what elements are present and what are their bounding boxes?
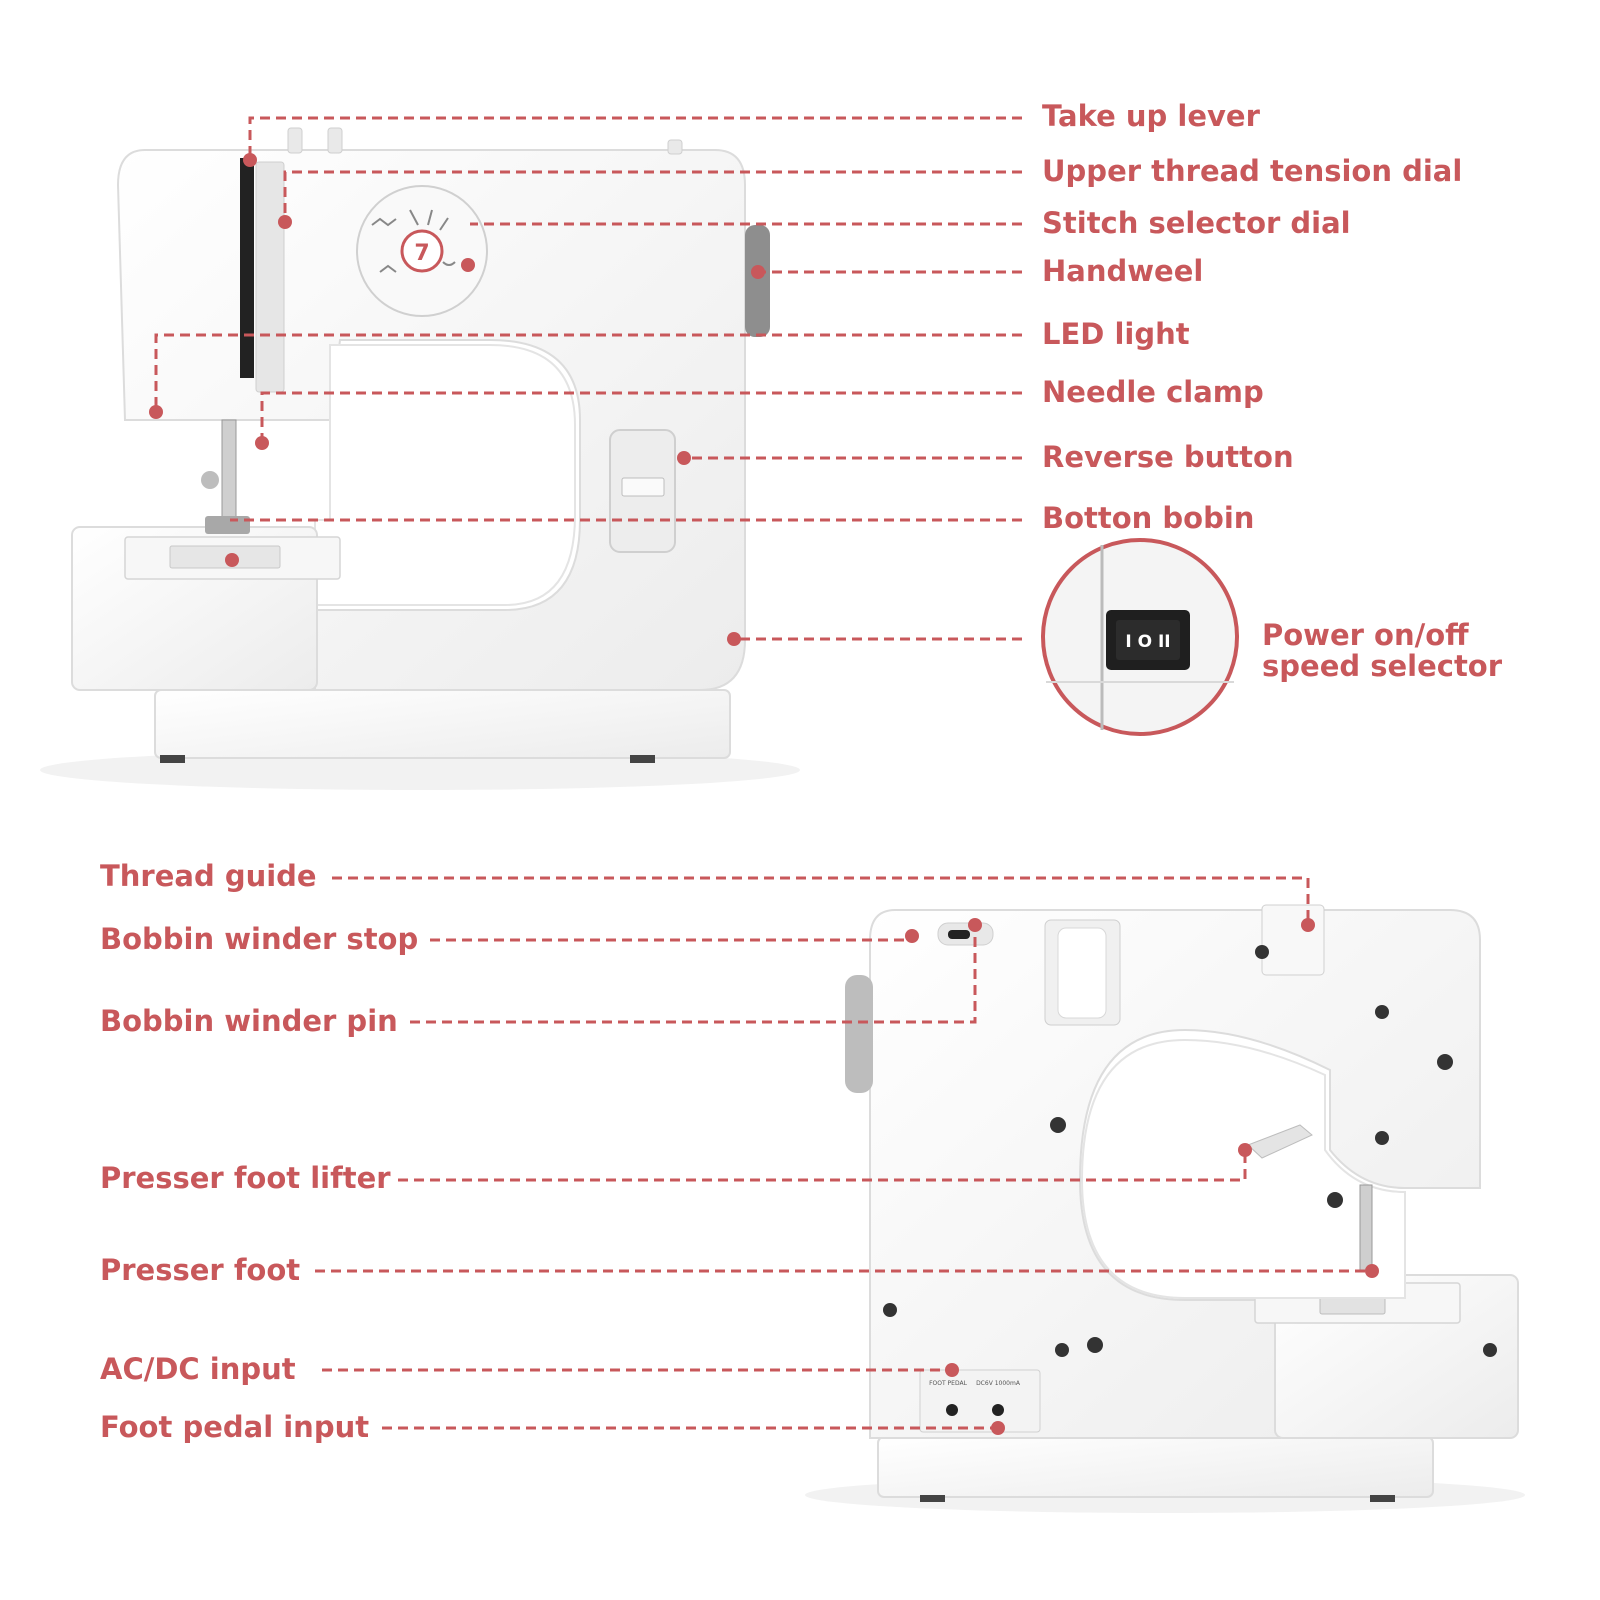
label-bottom-bobbin: Botton bobin	[1042, 501, 1255, 535]
switch-symbols: I O II	[1125, 632, 1170, 652]
marker-dots	[149, 153, 1379, 1435]
label-handwheel: Handweel	[1042, 254, 1204, 288]
label-take-up-lever: Take up lever	[1042, 99, 1260, 133]
label-foot-pedal-input: Foot pedal input	[100, 1410, 370, 1444]
label-presser-foot-lifter: Presser foot lifter	[100, 1161, 391, 1195]
label-bobbin-winder-pin: Bobbin winder pin	[100, 1004, 398, 1038]
dial-number: 7	[414, 241, 429, 266]
foot-pedal-port-text: FOOT PEDAL	[929, 1380, 967, 1387]
label-power-line1: Power on/off	[1262, 618, 1469, 652]
label-thread-guide: Thread guide	[100, 859, 317, 893]
label-reverse-button: Reverse button	[1042, 440, 1294, 474]
label-power-line2: speed selector	[1262, 649, 1503, 683]
label-power-speed-selector: Power on/off speed selector	[1262, 620, 1502, 682]
label-bobbin-winder-stop: Bobbin winder stop	[100, 922, 419, 956]
leader-lines	[154, 116, 1365, 1430]
label-led-light: LED light	[1042, 317, 1190, 351]
label-ac-dc-input: AC/DC input	[100, 1352, 296, 1386]
power-switch-zoom-image: I O II	[1041, 538, 1239, 736]
label-stitch-selector-dial: Stitch selector dial	[1042, 206, 1351, 240]
label-upper-thread-tension-dial: Upper thread tension dial	[1042, 154, 1463, 188]
label-presser-foot: Presser foot	[100, 1253, 301, 1287]
sewing-machine-back-image: FOOT PEDAL DC6V 1000mA	[805, 904, 1525, 1513]
dc-port-text: DC6V 1000mA	[976, 1380, 1021, 1387]
label-needle-clamp: Needle clamp	[1042, 375, 1264, 409]
